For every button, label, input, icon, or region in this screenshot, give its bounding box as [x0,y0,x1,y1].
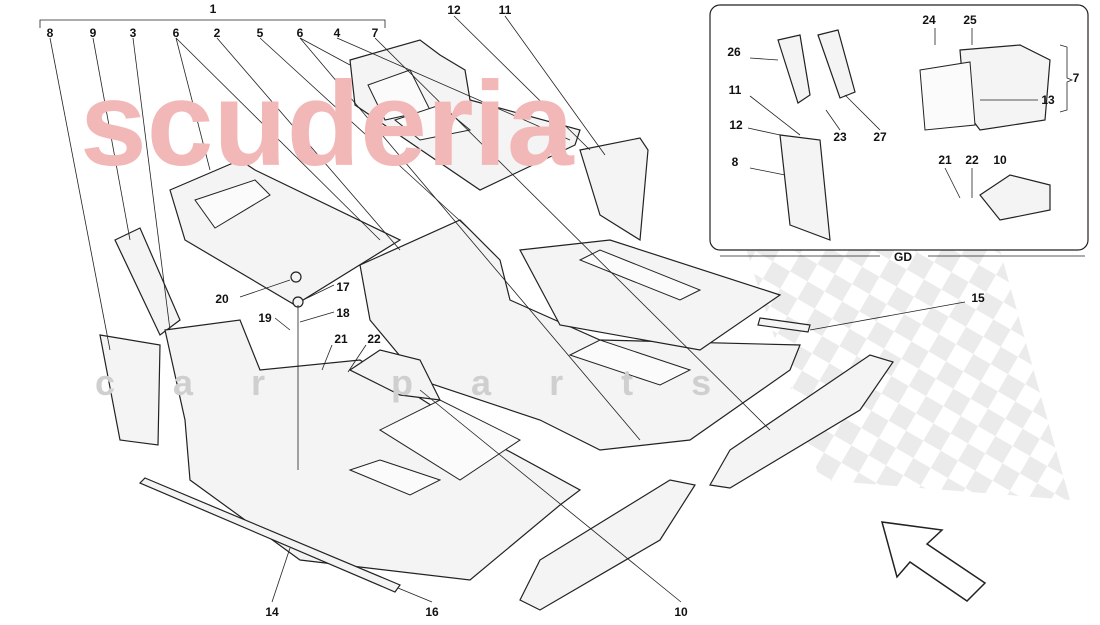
callout-top-label: 3 [130,26,137,40]
front-left-mat [169,159,402,306]
trim-strip [757,317,811,333]
callout-main-label: 18 [336,306,350,320]
clip-20 [290,271,302,283]
callout-main-label: 22 [367,332,381,346]
callout-inset-label: 26 [727,45,741,59]
callout-main-label: 16 [425,605,439,619]
callout-inset-label: 21 [938,153,952,167]
callout-main-label: 21 [334,332,348,346]
callout-inset-label: 11 [729,83,742,97]
callout-inset-label: 13 [1041,93,1055,107]
callout-inset-label: 8 [732,155,739,169]
watermark-sub: car parts [95,362,769,403]
callout-inset-label: 23 [833,130,847,144]
sill-cover-right [519,479,696,611]
inset-detail-gd: GD [709,4,1089,264]
callout-main-label: 15 [971,291,985,305]
callout-inset-label: 25 [963,13,977,27]
sill-strip [138,477,401,593]
pillar-trim [114,227,181,336]
callout-top-label: 5 [257,26,264,40]
rear-mat [349,39,581,191]
callout-top-label: 1 [210,2,217,16]
callout-inset-label: 12 [729,118,743,132]
arrow-up-left-icon [880,521,987,602]
door-sill-trim [99,334,161,446]
callout-top-label: 4 [334,26,341,40]
callout-top-label: 6 [173,26,180,40]
callout-main-label: 14 [265,605,279,619]
inset-title: GD [894,250,912,264]
callout-inset-label: 10 [993,153,1007,167]
callout-inset-label: 24 [922,13,936,27]
callout-top-label: 11 [499,3,512,17]
callout-main-label: 19 [258,311,272,325]
callout-top-label: 8 [47,26,54,40]
sill-cover-rear [709,354,894,489]
callout-main-label: 17 [336,280,350,294]
group-bracket [39,19,386,28]
rear-floor-mat [519,239,782,351]
watermark-brand: scuderia [80,57,575,191]
callout-main-label: 10 [674,605,688,619]
heel-pad [348,349,442,401]
callout-inset-label: 22 [965,153,979,167]
callout-top-label: 2 [214,26,221,40]
leader-lines [49,15,966,603]
callout-main-label: 20 [215,292,229,306]
callout-inset-label: 27 [873,130,887,144]
callout-top-label: 9 [90,26,97,40]
floor-carpet [164,319,582,581]
callout-top-label: 12 [447,3,461,17]
callout-inset-label: 7 [1073,71,1080,85]
callout-top-label: 7 [372,26,379,40]
callout-top-label: 6 [297,26,304,40]
side-trim-panel [579,137,649,242]
